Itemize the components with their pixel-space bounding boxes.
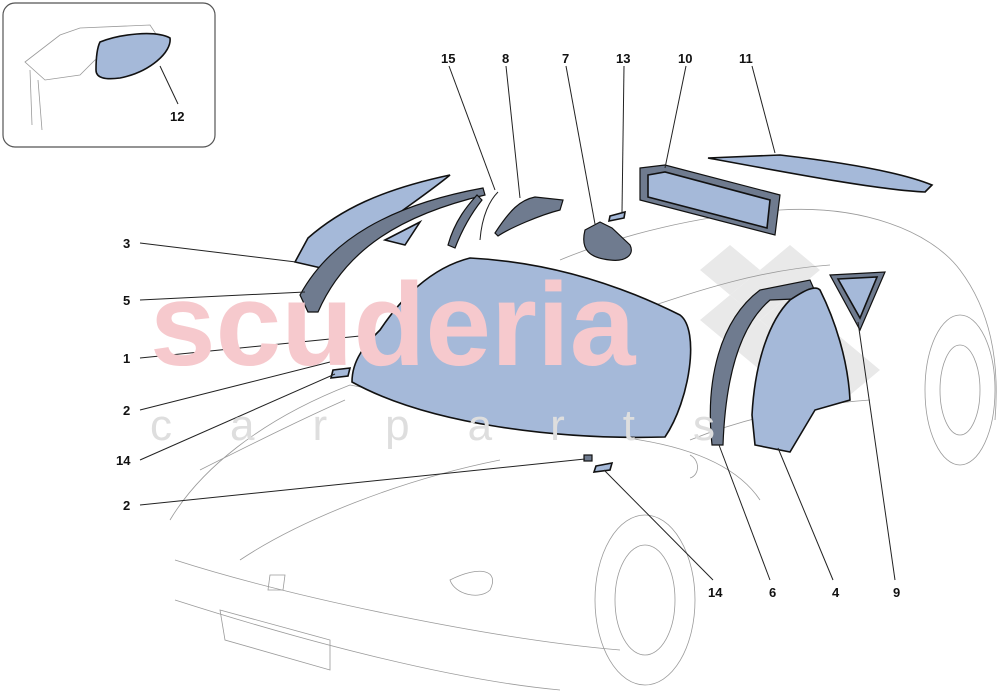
part-14-pad-lower <box>592 461 614 473</box>
part-2-clip-upper <box>336 354 344 364</box>
callout-2-upper: 2 <box>123 403 130 418</box>
callout-4: 4 <box>832 585 840 600</box>
part-2-clip-lower <box>583 454 593 462</box>
callout-11: 11 <box>739 51 753 66</box>
callout-14-upper: 14 <box>116 453 131 468</box>
callout-7: 7 <box>562 51 569 66</box>
callout-15: 15 <box>441 51 455 66</box>
callout-6: 6 <box>769 585 776 600</box>
part-15-strip <box>479 191 499 241</box>
part-4-side-glass <box>751 287 851 453</box>
callout-14-lower: 14 <box>708 585 723 600</box>
callout-8: 8 <box>502 51 509 66</box>
car-outline <box>169 208 997 691</box>
callout-13: 13 <box>616 51 630 66</box>
part-5-seal <box>299 187 486 313</box>
callout-1: 1 <box>123 351 130 366</box>
callout-5: 5 <box>123 293 130 308</box>
callout-12: 12 <box>170 109 184 124</box>
leader-lines <box>139 65 896 581</box>
part-3-small-glass <box>382 219 423 246</box>
part-14-pad-upper <box>329 367 352 379</box>
callout-9: 9 <box>893 585 900 600</box>
part-8-seal <box>447 194 483 249</box>
mirror-inset: 12 <box>2 2 216 148</box>
part-11-roof <box>707 154 934 193</box>
part-9-quarter-glass-pane <box>836 276 879 320</box>
part-3-door-glass <box>293 174 451 271</box>
callout-10: 10 <box>678 51 692 66</box>
part-10-rear-window <box>647 171 771 230</box>
part-13-pad <box>607 210 626 223</box>
part-7-mirror <box>583 221 632 261</box>
part-1-windscreen <box>351 257 692 439</box>
callout-2-lower: 2 <box>123 498 130 513</box>
part-8-quarter-glass <box>494 196 564 237</box>
callout-3: 3 <box>123 236 130 251</box>
